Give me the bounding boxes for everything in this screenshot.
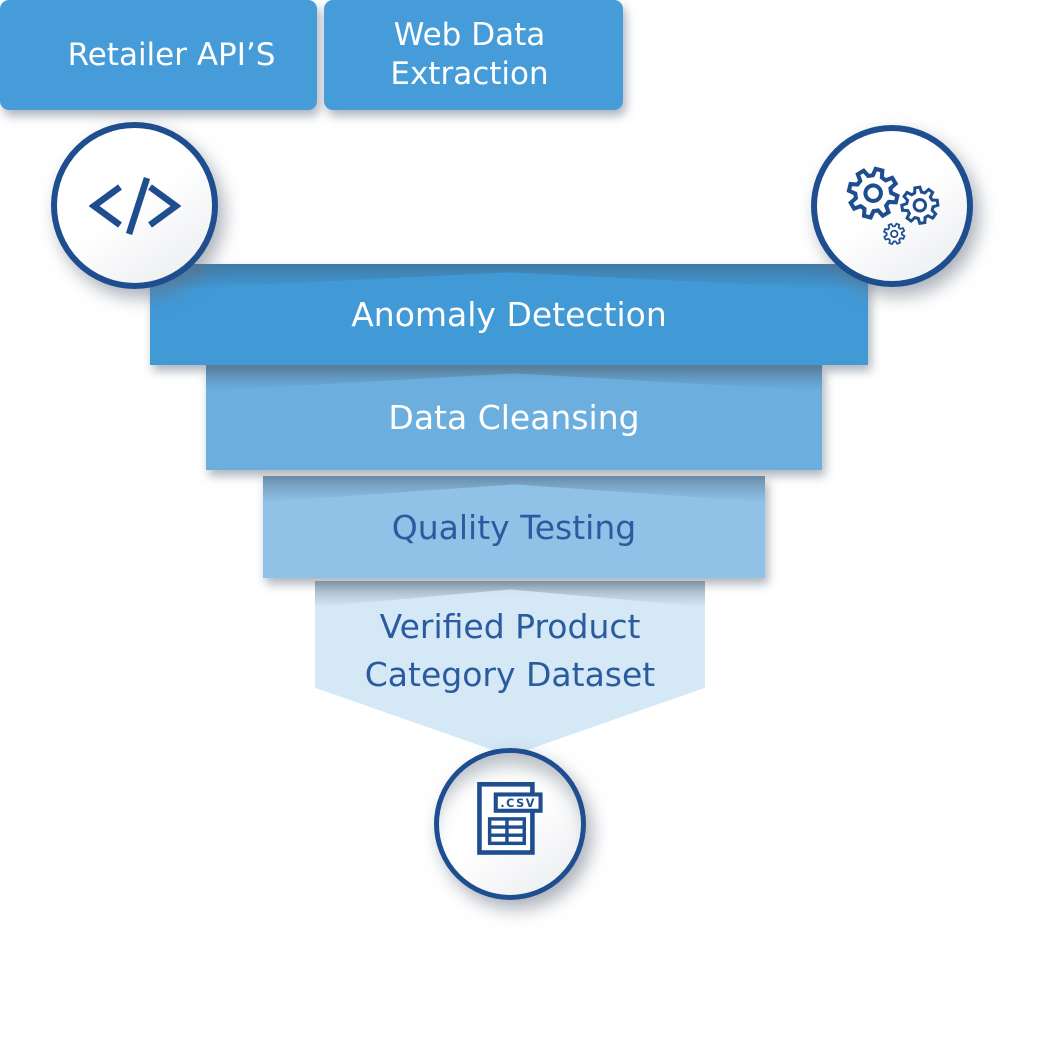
- retailer-apis-label: Retailer API’S: [67, 36, 276, 73]
- code-badge: [51, 122, 218, 289]
- csv-file-icon: .CSV: [477, 782, 543, 855]
- anomaly-detection-label: Anomaly Detection: [351, 295, 667, 334]
- web-data-extraction-label: Web Data Extraction: [390, 17, 549, 92]
- retailer-apis-box: Retailer API’S: [0, 0, 317, 110]
- funnel-level-sources: Retailer API’S Web Data Extraction: [0, 0, 623, 110]
- data-cleansing-label: Data Cleansing: [388, 398, 640, 437]
- funnel-level-data-cleansing: Data Cleansing: [206, 365, 822, 470]
- funnel-level-verified-dataset: Verified Product Category Dataset: [315, 581, 705, 756]
- csv-badge: .CSV: [434, 748, 586, 900]
- gears-icon: [828, 142, 942, 248]
- verified-dataset-label: Verified Product Category Dataset: [364, 607, 656, 694]
- funnel-level-anomaly-detection: Anomaly Detection: [150, 264, 868, 365]
- code-icon: [88, 176, 181, 235]
- web-data-extraction-box: Web Data Extraction: [324, 0, 623, 110]
- csv-label: .CSV: [500, 797, 536, 810]
- gears-badge: [811, 125, 973, 287]
- quality-testing-label: Quality Testing: [391, 507, 637, 547]
- funnel-level-quality-testing: Quality Testing: [263, 476, 765, 578]
